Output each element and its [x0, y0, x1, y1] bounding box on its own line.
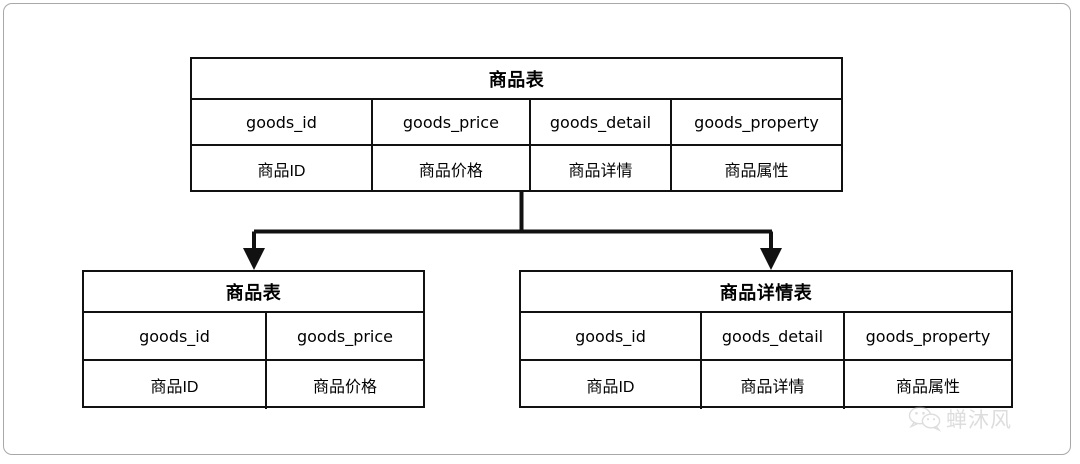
table-right-value-0: 商品ID — [521, 361, 702, 409]
table-top-field-1: goods_price — [373, 100, 531, 144]
table-left-value-1: 商品价格 — [312, 379, 377, 396]
table-right-value-1: 商品详情 — [702, 361, 845, 409]
watermark: 蝉沐风 — [908, 404, 1012, 434]
table-top-field-3: goods_property — [694, 112, 819, 132]
table-right-field-2: goods_property — [865, 326, 991, 346]
table-left-value-row: 商品ID 商品价格 — [84, 361, 423, 409]
table-top-value-row: 商品ID 商品价格 商品详情 商品属性 — [192, 146, 841, 192]
table-top-value-2: 商品详情 — [531, 146, 673, 192]
table-right-title: 商品详情表 — [521, 272, 1011, 313]
table-left-field-row: goods_id goods_price — [84, 313, 423, 361]
table-right-field-0: goods_id — [521, 313, 702, 359]
table-right-value-2: 商品属性 — [895, 379, 960, 396]
table-top-title: 商品表 — [192, 59, 841, 100]
watermark-text: 蝉沐风 — [946, 408, 1012, 432]
table-top-value-1: 商品价格 — [373, 146, 531, 192]
table-left-title: 商品表 — [84, 272, 423, 313]
wechat-icon — [908, 406, 942, 432]
table-top-field-2: goods_detail — [531, 100, 673, 144]
table-right-value-row: 商品ID 商品详情 商品属性 — [521, 361, 1011, 409]
table-left-field-1: goods_price — [296, 326, 394, 346]
table-right-field-1: goods_detail — [702, 313, 845, 359]
table-left-value-0: 商品ID — [84, 361, 267, 409]
table-right-field-row: goods_id goods_detail goods_property — [521, 313, 1011, 361]
table-top-value-3: 商品属性 — [724, 163, 789, 180]
entity-table-bottom-left: 商品表 goods_id goods_price 商品ID 商品价格 — [82, 270, 425, 409]
table-top-value-0: 商品ID — [192, 146, 373, 192]
table-top-field-row: goods_id goods_price goods_detail goods_… — [192, 100, 841, 146]
entity-table-top: 商品表 goods_id goods_price goods_detail go… — [190, 57, 843, 192]
table-left-field-0: goods_id — [84, 313, 267, 359]
entity-table-bottom-right: 商品详情表 goods_id goods_detail goods_proper… — [519, 270, 1013, 409]
table-top-field-0: goods_id — [192, 100, 373, 144]
